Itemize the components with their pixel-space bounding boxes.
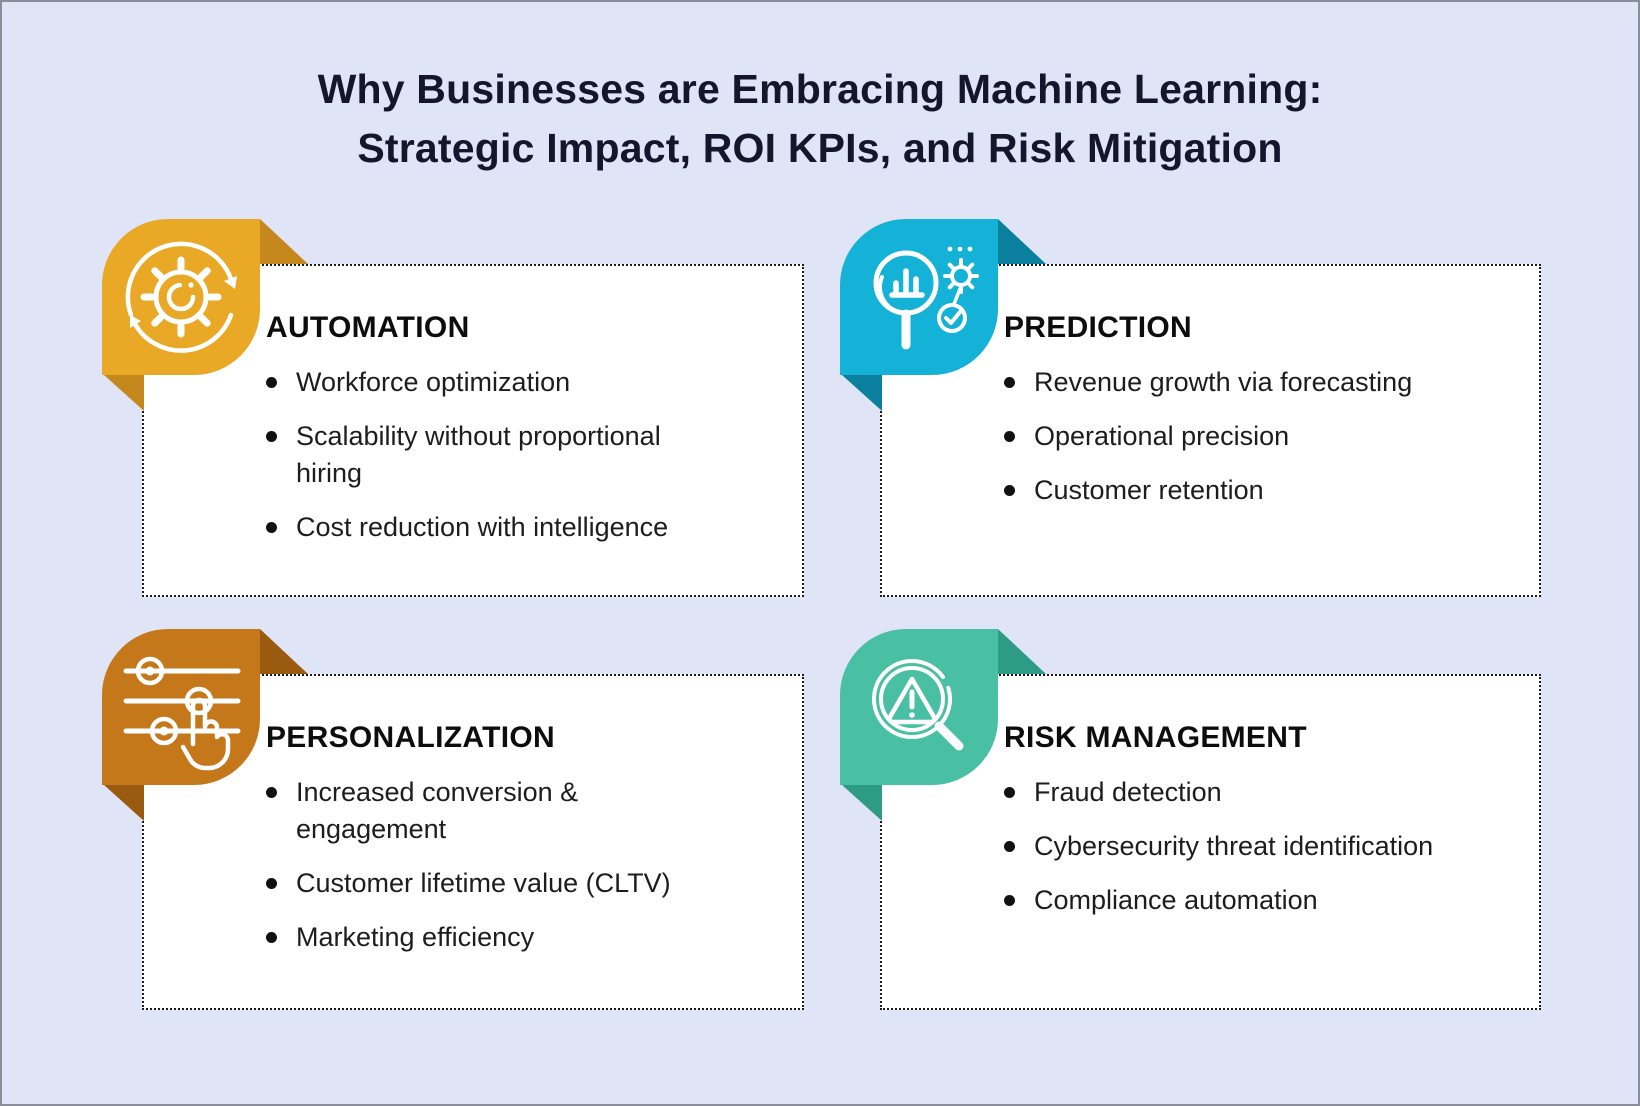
page-title: Why Businesses are Embracing Machine Lea…	[2, 60, 1638, 178]
warning-magnifier-icon	[872, 659, 964, 751]
bullet-text: Customer retention	[1034, 475, 1264, 505]
gear-sync-icon	[125, 241, 237, 353]
bullet-dot	[266, 932, 277, 943]
sliders-hand-icon	[123, 656, 241, 771]
bullet-list: Workforce optimization Scalability witho…	[266, 364, 784, 546]
list-item: Compliance automation	[1004, 882, 1521, 919]
badge-fold-top-right	[998, 219, 1046, 264]
card-content: AUTOMATION Workforce optimization Scalab…	[266, 266, 802, 546]
bullet-dot	[1004, 787, 1015, 798]
badge-body	[840, 219, 998, 375]
bullet-dot	[1004, 485, 1015, 496]
bullet-dot	[1004, 377, 1015, 388]
bullet-text: Cybersecurity threat identification	[1034, 831, 1434, 861]
badge-fold-bottom-left	[842, 785, 882, 821]
bullet-dot	[1004, 841, 1015, 852]
list-item: Operational precision	[1004, 418, 1521, 455]
chart-magnifier-icon	[873, 246, 979, 350]
list-item: Increased conversion & engagement	[266, 774, 784, 848]
list-item: Customer lifetime value (CLTV)	[266, 865, 784, 902]
card-risk-management: RISK MANAGEMENT Fraud detection Cybersec…	[840, 629, 1541, 1010]
card-automation: AUTOMATION Workforce optimization Scalab…	[102, 219, 804, 597]
bullet-text: Operational precision	[1034, 421, 1290, 451]
bullet-text: Workforce optimization	[296, 367, 571, 397]
bullet-dot	[1004, 895, 1015, 906]
bullet-text: Increased conversion &	[296, 777, 579, 807]
bullet-dot	[266, 787, 277, 798]
bullet-text: Customer lifetime value (CLTV)	[296, 868, 671, 898]
card-content: PREDICTION Revenue growth via forecastin…	[1004, 266, 1539, 509]
bullet-dot	[266, 431, 277, 442]
bullet-dot	[266, 522, 277, 533]
bullet-text: Marketing efficiency	[296, 922, 535, 952]
list-item: Fraud detection	[1004, 774, 1521, 811]
title-line-2: Strategic Impact, ROI KPIs, and Risk Mit…	[357, 125, 1283, 171]
bullet-list: Revenue growth via forecasting Operation…	[1004, 364, 1521, 509]
bullet-text: Revenue growth via forecasting	[1034, 367, 1413, 397]
bullet-text: Fraud detection	[1034, 777, 1222, 807]
bullet-dot	[266, 878, 277, 889]
badge-fold-bottom-left	[104, 375, 144, 411]
badge-fold-bottom-left	[104, 785, 144, 821]
bullet-text: Cost reduction with intelligence	[296, 512, 669, 542]
bullet-text: engagement	[296, 814, 447, 844]
card-content: RISK MANAGEMENT Fraud detection Cybersec…	[1004, 676, 1539, 919]
bullet-text: Scalability without proportional	[296, 421, 661, 451]
bullet-dot	[1004, 431, 1015, 442]
badge-body	[102, 629, 260, 785]
badge-body	[840, 629, 998, 785]
bullet-list: Increased conversion & engagement Custome…	[266, 774, 784, 956]
bullet-list: Fraud detection Cybersecurity threat ide…	[1004, 774, 1521, 919]
badge-fold-bottom-left	[842, 375, 882, 411]
list-item: Customer retention	[1004, 472, 1521, 509]
list-item: Marketing efficiency	[266, 919, 784, 956]
badge-fold-top-right	[998, 629, 1046, 674]
badge-fold-top-right	[260, 219, 308, 264]
list-item: Scalability without proportional hiring	[266, 418, 784, 492]
bullet-dot	[266, 377, 277, 388]
card-personalization: PERSONALIZATION Increased conversion & en…	[102, 629, 804, 1010]
card-content: PERSONALIZATION Increased conversion & en…	[266, 676, 802, 956]
list-item: Workforce optimization	[266, 364, 784, 401]
bullet-text: hiring	[296, 458, 363, 488]
badge-fold-top-right	[260, 629, 308, 674]
title-line-1: Why Businesses are Embracing Machine Lea…	[317, 66, 1323, 112]
card-heading: RISK MANAGEMENT	[1004, 721, 1307, 754]
card-heading: AUTOMATION	[266, 311, 470, 344]
card-heading: PERSONALIZATION	[266, 721, 555, 754]
bullet-text: Compliance automation	[1034, 885, 1318, 915]
list-item: Cybersecurity threat identification	[1004, 828, 1521, 865]
badge-body	[102, 219, 260, 375]
list-item: Revenue growth via forecasting	[1004, 364, 1521, 401]
card-prediction: PREDICTION Revenue growth via forecastin…	[840, 219, 1541, 597]
card-heading: PREDICTION	[1004, 311, 1193, 344]
list-item: Cost reduction with intelligence	[266, 509, 784, 546]
